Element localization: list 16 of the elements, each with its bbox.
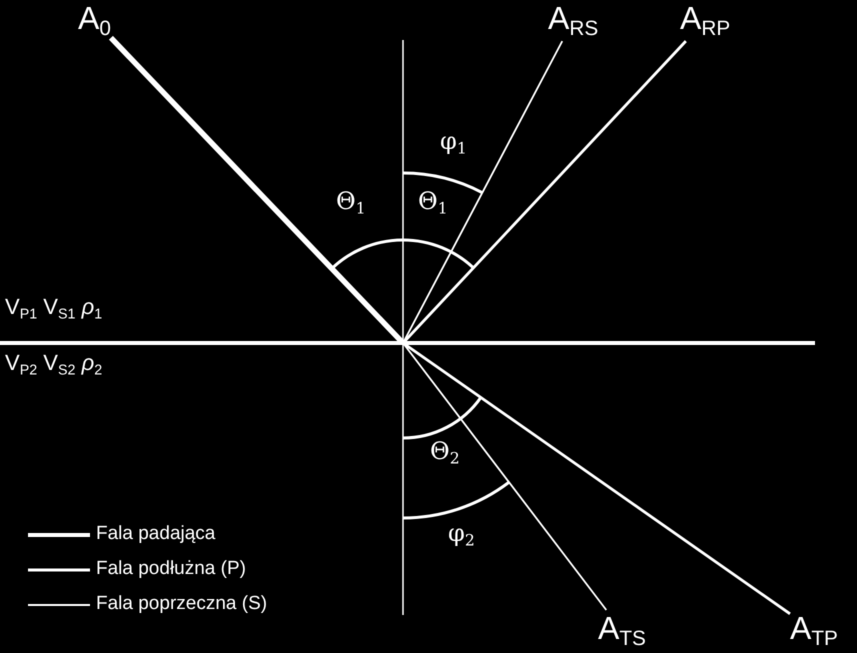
wave-ray (402, 342, 608, 611)
medium-parameters: V$_{P2}$ V$_{S2}$ ρ$_{2}$ (5, 350, 102, 379)
ray-label: A$_{RP}$ (680, 0, 730, 42)
legend-text: Fala padająca (96, 523, 216, 545)
ray-label: A$_{0}$ (78, 0, 111, 42)
ray-label: A$_{TS}$ (598, 610, 646, 652)
angle-label: φ$_{1}$ (440, 128, 467, 159)
legend-text: Fala poprzeczna (S) (96, 593, 268, 615)
angle-label: Θ$_{1}$ (336, 188, 366, 219)
angle-label: Θ$_{1}$ (418, 188, 448, 219)
angle-label: Θ$_{2}$ (430, 438, 460, 469)
legend-text: Fala podłużna (P) (96, 558, 246, 580)
angle-label: φ$_{2}$ (448, 520, 475, 551)
ray-label: A$_{RS}$ (548, 0, 598, 42)
medium-parameters: V$_{P1}$ V$_{S1}$ ρ$_{1}$ (5, 294, 102, 323)
ray-label: A$_{TP}$ (790, 610, 838, 652)
